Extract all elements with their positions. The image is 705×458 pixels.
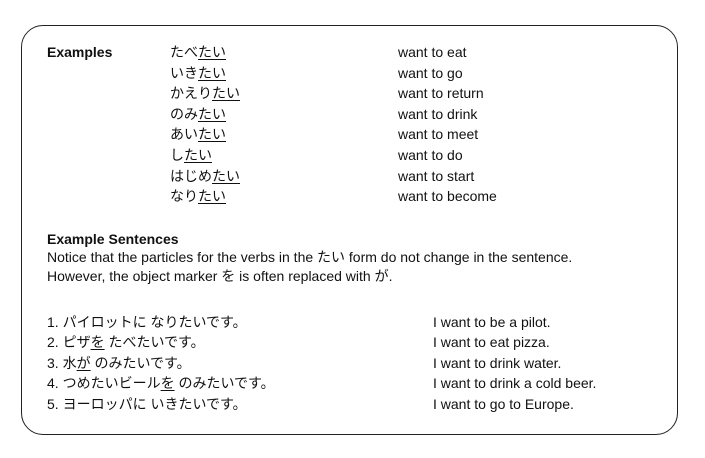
sentence-japanese: 1. パイロットに なりたいです。 [47,312,247,332]
example-meaning: want to return [398,85,484,102]
example-meaning: want to drink [398,105,478,122]
example-meaning: want to start [398,167,475,184]
verb-stem: たべ [170,44,198,60]
sentence-japanese: 4. つめたいビールを のみたいです。 [47,373,275,393]
content-card [21,25,678,435]
sentence-japanese: 5. ヨーロッパに いきたいです。 [47,394,247,414]
example-meaning: want to meet [398,126,479,143]
sentence-english: I want to go to Europe. [433,395,574,412]
example-meaning: want to become [398,188,497,205]
verb-suffix: たい [184,147,212,163]
example-verb: かえりたい [170,83,240,103]
example-verb: なりたい [170,186,226,206]
sentence-pre: 5. ヨーロッパに いきたいです。 [47,395,247,412]
verb-suffix: たい [212,85,240,102]
sentence-english: I want to drink water. [433,354,562,371]
verb-suffix: たい [198,105,226,122]
verb-suffix: たい [212,167,240,184]
example-meaning: want to eat [398,44,467,60]
verb-stem: なり [170,188,198,205]
sentence-pre: 3. 水 [47,354,77,371]
example-meaning: want to go [398,64,463,81]
verb-stem: いき [170,64,198,81]
sentence-pre: 2. ピザ [47,334,91,351]
example-verb: たべたい [170,42,226,62]
verb-suffix: たい [198,64,226,81]
example-meaning: want to do [398,147,463,163]
sentence-japanese: 2. ピザを たべたいです。 [47,332,205,352]
verb-stem: あい [170,126,198,143]
verb-stem: はじめ [170,167,212,184]
example-verb: したい [170,145,212,165]
sentence-pre: 1. パイロットに なりたいです。 [47,314,247,330]
note-line-2: However, the object marker を is often re… [47,268,393,284]
verb-stem: し [170,147,184,163]
example-verb: いきたい [170,63,226,83]
sentence-post: のみたいです。 [174,375,275,392]
sentence-post: のみたいです。 [90,354,191,371]
sentence-english: I want to be a pilot. [433,314,551,330]
verb-suffix: たい [198,44,226,60]
sentences-heading: Example Sentences [47,231,179,247]
sentence-english: I want to eat pizza. [433,334,550,351]
sentence-japanese: 3. 水が のみたいです。 [47,353,191,373]
sentence-particle: が [76,354,91,371]
sentence-english: I want to drink a cold beer. [433,375,597,392]
example-verb: のみたい [170,104,226,124]
verb-stem: のみ [170,105,198,122]
verb-stem: かえり [170,85,212,102]
verb-suffix: たい [198,126,226,143]
note-line-1: Notice that the particles for the verbs … [47,249,573,265]
verb-suffix: たい [198,188,226,205]
examples-heading: Examples [47,44,113,60]
sentence-particle: を [160,375,175,392]
sentence-post: たべたいです。 [104,334,205,351]
example-verb: はじめたい [170,166,240,186]
sentence-particle: を [90,334,105,351]
sentence-pre: 4. つめたいビール [47,375,161,392]
example-verb: あいたい [170,124,226,144]
